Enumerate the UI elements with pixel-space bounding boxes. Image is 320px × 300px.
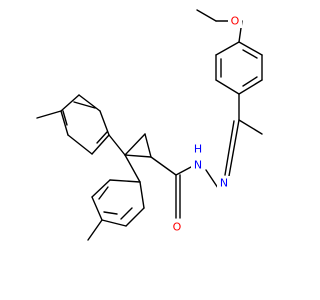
atom-label-n-imine: N — [220, 177, 228, 190]
bond-9 — [242, 49, 258, 59]
bond-44 — [103, 211, 118, 215]
bond-37 — [125, 207, 145, 227]
atom-labels: O O H N N — [170, 14, 242, 234]
bond-10 — [242, 76, 258, 87]
bond-41 — [109, 179, 141, 183]
bond-36 — [139, 181, 145, 209]
atom-h-amide: H — [191, 142, 205, 156]
bond-20 — [150, 156, 177, 176]
bond-8 — [215, 41, 240, 56]
bond-14 — [228, 119, 240, 177]
bond-23 — [124, 154, 152, 158]
bond-17 — [175, 166, 192, 176]
atom-n-amide: N — [191, 158, 205, 172]
bond-lines — [36, 9, 263, 241]
bond-15 — [224, 120, 235, 176]
bond-32 — [73, 101, 96, 109]
bond-25 — [99, 110, 110, 136]
atom-label-o-ether: O — [231, 15, 240, 28]
bond-30 — [91, 134, 110, 155]
bond-39 — [91, 196, 103, 221]
bond-28 — [60, 110, 69, 136]
molecule-structure: O O H N N — [36, 9, 263, 241]
bond-6 — [215, 79, 240, 95]
bond-35 — [124, 154, 141, 183]
atom-label-h-amide: H — [194, 143, 202, 156]
bond-26 — [78, 94, 101, 112]
bond-3 — [238, 41, 263, 56]
bond-38 — [101, 219, 127, 227]
bond-34 — [36, 110, 62, 119]
bond-24 — [108, 134, 126, 156]
bond-40 — [91, 179, 111, 198]
atom-label-o-carbonyl: O — [173, 221, 182, 234]
bond-21 — [144, 133, 152, 158]
atom-o-carbonyl: O — [170, 220, 184, 234]
bond-27 — [60, 94, 80, 112]
bond-29 — [67, 134, 93, 155]
bond-16 — [205, 169, 219, 189]
bond-42 — [120, 207, 133, 220]
bond-5 — [238, 79, 263, 95]
atom-n-imine: N — [217, 176, 231, 190]
bond-13 — [238, 119, 263, 135]
bond-33 — [62, 110, 68, 126]
bond-45 — [87, 219, 103, 241]
atom-label-n-amide: N — [194, 159, 202, 172]
bond-0 — [196, 9, 217, 22]
atom-o-ether: O — [228, 14, 242, 28]
bond-31 — [96, 131, 108, 144]
bond-22 — [124, 133, 146, 156]
bond-43 — [98, 186, 109, 200]
